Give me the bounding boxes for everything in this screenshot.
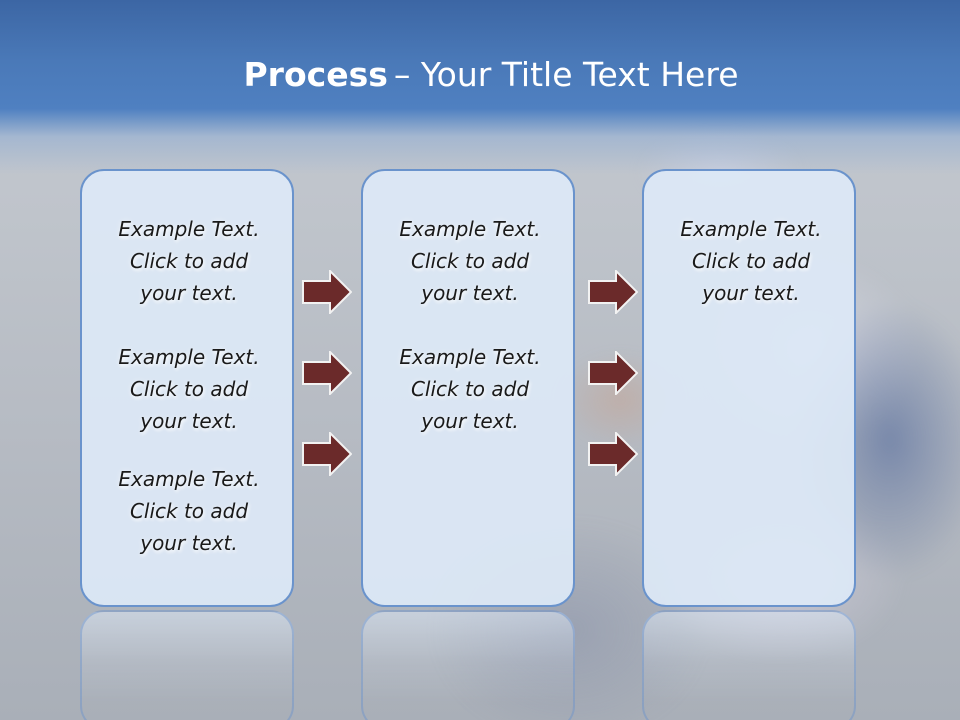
text-line: your text.: [702, 281, 800, 305]
text-line: Click to add: [129, 377, 249, 401]
panel-reflection: [361, 610, 575, 720]
text-line: your text.: [421, 409, 519, 433]
text-line: Example Text.: [399, 217, 541, 241]
right-arrow-icon: [302, 351, 352, 395]
text-line: Click to add: [129, 249, 249, 273]
text-line: Click to add: [410, 377, 530, 401]
text-placeholder[interactable]: Example Text. Click to add your text.: [82, 213, 296, 309]
text-placeholder[interactable]: Example Text. Click to add your text.: [82, 341, 296, 437]
right-arrow-icon: [588, 432, 638, 476]
text-line: your text.: [140, 281, 238, 305]
text-line: your text.: [421, 281, 519, 305]
text-line: your text.: [140, 409, 238, 433]
right-arrow-icon: [588, 270, 638, 314]
slide-title[interactable]: Process– Your Title Text Here: [0, 52, 960, 98]
text-line: your text.: [140, 531, 238, 555]
title-rest-text: – Your Title Text Here: [393, 55, 739, 94]
process-step-1[interactable]: Example Text. Click to add your text. Ex…: [80, 169, 294, 607]
panel-reflection: [80, 610, 294, 720]
process-step-3[interactable]: Example Text. Click to add your text.: [642, 169, 856, 607]
text-line: Example Text.: [399, 345, 541, 369]
right-arrow-icon: [302, 270, 352, 314]
text-line: Example Text.: [680, 217, 822, 241]
title-bold-text: Process: [243, 55, 388, 94]
panel-reflection: [642, 610, 856, 720]
process-step-2[interactable]: Example Text. Click to add your text. Ex…: [361, 169, 575, 607]
text-placeholder[interactable]: Example Text. Click to add your text.: [363, 213, 577, 309]
text-placeholder[interactable]: Example Text. Click to add your text.: [363, 341, 577, 437]
text-line: Click to add: [129, 499, 249, 523]
text-line: Example Text.: [118, 217, 260, 241]
text-line: Click to add: [410, 249, 530, 273]
title-band: [0, 0, 960, 175]
text-line: Example Text.: [118, 467, 260, 491]
text-line: Example Text.: [118, 345, 260, 369]
text-placeholder[interactable]: Example Text. Click to add your text.: [82, 463, 296, 559]
right-arrow-icon: [302, 432, 352, 476]
text-line: Click to add: [691, 249, 811, 273]
text-placeholder[interactable]: Example Text. Click to add your text.: [644, 213, 858, 309]
right-arrow-icon: [588, 351, 638, 395]
